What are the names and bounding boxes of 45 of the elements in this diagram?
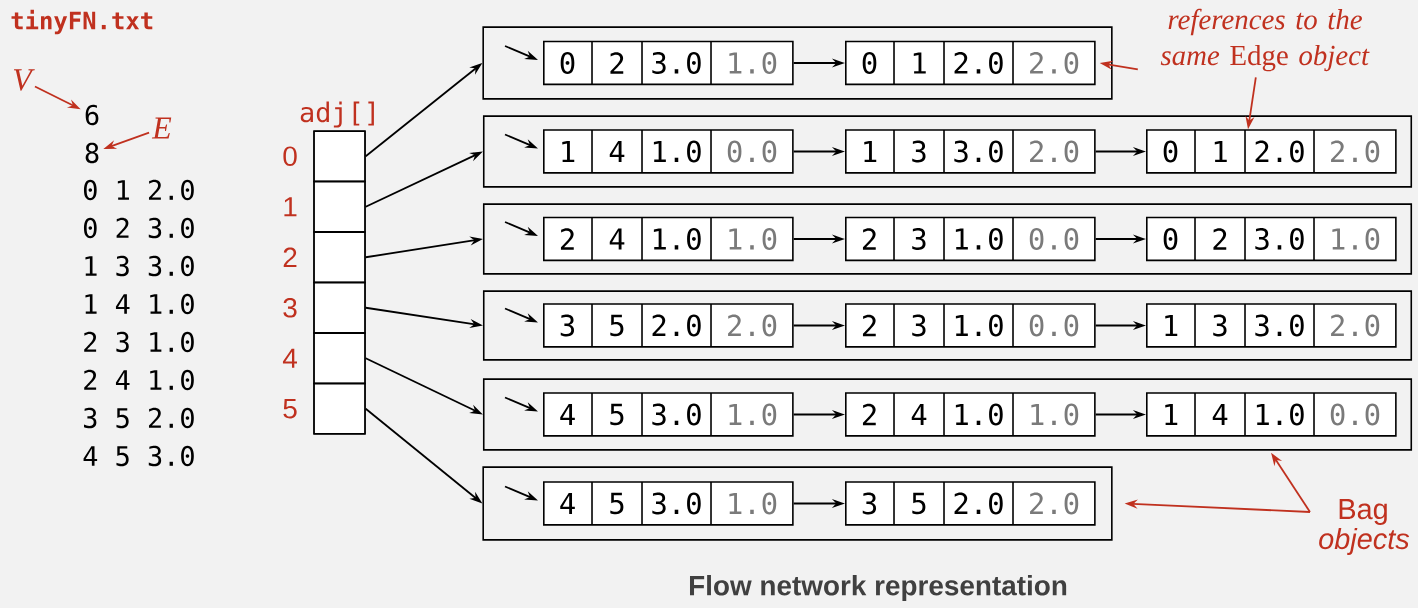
edge-object: 0 2 3.0 1.0 bbox=[1146, 216, 1397, 262]
bag-box bbox=[482, 290, 1413, 361]
edge-object: 1 3 3.0 2.0 bbox=[845, 129, 1096, 174]
file-line: 1 3 3.0 bbox=[85, 255, 194, 277]
edge-object: 1 4 1.0 0.0 bbox=[1146, 392, 1397, 437]
node-label: adj[] bbox=[300, 101, 374, 128]
index-label: 2 bbox=[283, 247, 297, 267]
file-name: tinyFN.txt bbox=[11, 9, 153, 35]
edge-object: 2 4 1.0 1.0 bbox=[543, 216, 794, 262]
file-line: 0 1 2.0 bbox=[83, 179, 194, 201]
bag-box bbox=[482, 378, 1413, 451]
file-line: 2 4 1.0 bbox=[84, 369, 194, 391]
file-line: 0 2 3.0 bbox=[83, 217, 194, 239]
file-line: 3 5 2.0 bbox=[84, 407, 194, 429]
file-value: 6 bbox=[85, 104, 99, 126]
bag-box bbox=[482, 26, 1113, 100]
file-line: 1 4 1.0 bbox=[85, 293, 194, 315]
variable-label: E bbox=[151, 117, 172, 139]
bag-box bbox=[482, 115, 1413, 188]
edge-object: 4 5 3.0 1.0 bbox=[543, 481, 794, 526]
edge-object: 3 5 2.0 2.0 bbox=[543, 303, 794, 348]
edge-object: 4 5 3.0 1.0 bbox=[543, 392, 794, 437]
edge-object: 2 4 1.0 1.0 bbox=[845, 392, 1096, 437]
edge-object: 2 3 1.0 0.0 bbox=[845, 216, 1096, 262]
edge-object: 0 2 3.0 1.0 bbox=[543, 40, 794, 86]
bag-box bbox=[482, 203, 1413, 275]
variable-label: V bbox=[13, 69, 35, 91]
index-label: 4 bbox=[282, 348, 297, 368]
index-label: 5 bbox=[283, 399, 297, 419]
edge-object: 1 4 1.0 0.0 bbox=[543, 129, 794, 174]
bag-box bbox=[482, 466, 1113, 541]
file-value: 8 bbox=[85, 142, 99, 164]
index-label: 3 bbox=[283, 297, 297, 318]
caption: Flow network representation bbox=[690, 575, 1067, 601]
edge-object: 1 3 3.0 2.0 bbox=[1146, 303, 1397, 348]
edge-object: 3 5 2.0 2.0 bbox=[845, 481, 1096, 526]
edge-object: 2 3 1.0 0.0 bbox=[845, 303, 1096, 348]
index-label: 1 bbox=[284, 197, 297, 217]
file-line: 2 3 1.0 bbox=[84, 331, 194, 353]
annotation-text: Bag objects bbox=[1319, 499, 1410, 555]
edge-object: 0 1 2.0 2.0 bbox=[845, 40, 1096, 86]
index-label: 0 bbox=[283, 146, 297, 167]
edge-object: 0 1 2.0 2.0 bbox=[1146, 129, 1397, 174]
file-line: 4 5 3.0 bbox=[83, 445, 194, 467]
annotation-text: references to the same Edge object bbox=[1160, 8, 1370, 72]
